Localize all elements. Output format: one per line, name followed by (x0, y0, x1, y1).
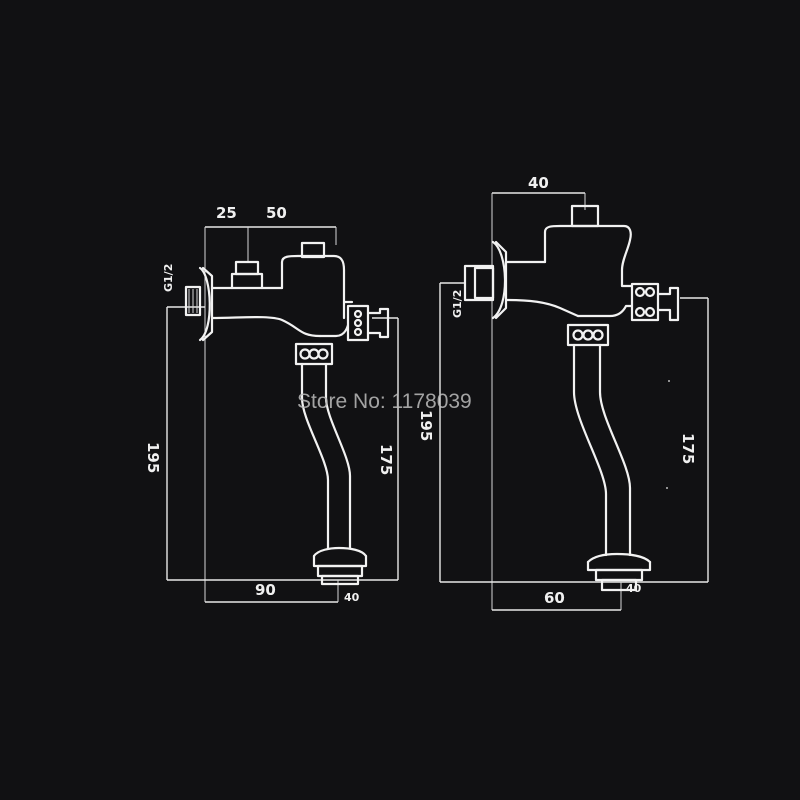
left-dim-width: 90 (255, 581, 276, 599)
right-valve-drawing (463, 204, 680, 592)
right-dim-height-outer: 195 (417, 410, 435, 441)
right-dim-top: 40 (528, 174, 549, 192)
store-watermark: Store No: 1178039 (297, 390, 472, 413)
left-valve-drawing (184, 241, 390, 586)
left-view: 25 50 195 175 90 40 G1/2 (144, 204, 399, 604)
left-dim-top-b: 50 (266, 204, 287, 222)
left-dim-outlet: 40 (344, 591, 360, 604)
left-dim-height-outer: 195 (144, 442, 162, 473)
right-thread-label: G1/2 (451, 290, 464, 318)
left-thread-label: G1/2 (162, 264, 175, 292)
right-dim-width: 60 (544, 589, 565, 607)
right-dimension-lines (439, 192, 709, 611)
left-dim-top-a: 25 (216, 204, 237, 222)
left-dimension-lines (166, 226, 399, 603)
right-dim-outlet: 40 (626, 582, 642, 595)
right-dim-height-inner: 175 (679, 433, 697, 464)
right-view: 40 195 175 60 40 G1/2 (417, 174, 709, 611)
left-dim-height-inner: 175 (377, 444, 395, 475)
